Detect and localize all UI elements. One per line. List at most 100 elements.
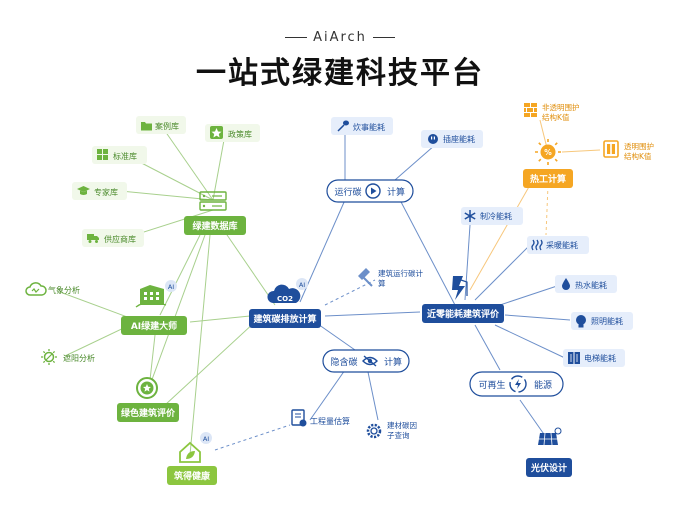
line-ai-carbon — [189, 315, 251, 323]
heating-energy-label: 采暖能耗 — [546, 240, 578, 250]
line-db-healthy — [189, 234, 211, 456]
hot-water-energy-label: 热水能耗 — [575, 280, 607, 290]
sun-icon — [41, 349, 57, 365]
healthy-building-label: 筑得健康 — [174, 470, 211, 482]
truck-icon — [87, 234, 99, 243]
brick-wall-icon — [524, 103, 537, 117]
line-nzeb-heating — [474, 244, 531, 301]
ai-green-master-node[interactable]: AI AI绿建大师 — [121, 280, 187, 335]
green-evaluation-node[interactable]: 绿色建筑评价 — [117, 377, 179, 422]
heating-energy-node[interactable]: 采暖能耗 — [527, 236, 589, 254]
line-emb-quantity — [309, 369, 346, 421]
brand-dash-left — [285, 37, 308, 38]
document-icon — [291, 409, 307, 427]
case-library-node[interactable]: 案例库 — [136, 116, 186, 134]
co2-icon: CO2 — [267, 284, 301, 303]
line-run-elevator — [394, 144, 436, 181]
brand-header: AiArch — [0, 30, 680, 45]
line-carbon-nzeb — [324, 311, 421, 317]
green-evaluation-label: 绿色建筑评价 — [121, 407, 176, 419]
socket-energy-label: 插座能耗 — [443, 134, 475, 144]
green-database-node[interactable]: 绿建数据库 — [184, 191, 246, 235]
material-factor-node[interactable]: 建材碳因子查询 — [366, 420, 417, 440]
cloud-icon — [25, 282, 47, 296]
line-db-policy — [212, 139, 225, 201]
line-eval-carbon — [164, 321, 256, 406]
gear-icon — [366, 423, 382, 439]
line-db-eval — [149, 234, 206, 386]
line-db-case — [164, 130, 214, 201]
carbon-emission-calc-node[interactable]: CO2 AI 建筑碳排放计算 — [249, 278, 321, 328]
line-db-ai — [159, 234, 201, 316]
heat-icon — [531, 239, 543, 251]
thermal-calc-node[interactable]: % 热工计算 — [523, 139, 573, 188]
nzeb-evaluation-node[interactable]: 近零能耗建筑评价 — [422, 276, 504, 323]
folder-icon — [141, 122, 152, 131]
lightning-building-icon — [452, 276, 468, 300]
eye-off-icon — [362, 355, 378, 367]
running-carbon-node[interactable]: 运行碳 计算 — [326, 179, 414, 203]
window-icon — [603, 140, 619, 158]
expert-library-node[interactable]: 专家库 — [72, 182, 127, 200]
pv-design-node[interactable]: 光伏设计 — [526, 427, 572, 477]
pv-design-label: 光伏设计 — [530, 462, 567, 474]
embodied-carbon-prefix: 隐含碳 — [330, 356, 357, 368]
spoon-icon — [337, 120, 349, 132]
transparent-envelope-node[interactable]: 透明围护结构K值 — [603, 140, 654, 161]
standard-library-node[interactable]: 标准库 — [92, 146, 147, 164]
quantity-estimate-node[interactable]: 工程量估算 — [291, 409, 350, 427]
embodied-carbon-node[interactable]: 隐含碳 计算 — [322, 349, 410, 373]
line-nzeb-renewable — [474, 324, 501, 371]
socket-energy-node[interactable]: 插座能耗 — [421, 130, 483, 148]
weather-analysis-label: 气象分析 — [48, 285, 80, 295]
star-badge-icon — [136, 377, 158, 399]
lighting-energy-node[interactable]: 照明能耗 — [571, 312, 633, 330]
hot-water-energy-node[interactable]: 热水能耗 — [555, 275, 617, 293]
quantity-estimate-label: 工程量估算 — [310, 416, 350, 426]
ai-badge: AI — [296, 278, 308, 290]
renewable-suffix: 能源 — [534, 379, 552, 391]
green-database-label: 绿建数据库 — [192, 220, 237, 232]
line-emb-material — [367, 371, 379, 421]
hammer-icon — [358, 268, 373, 287]
cooking-energy-label: 炊事能耗 — [353, 122, 385, 132]
svg-text:AI: AI — [168, 283, 174, 291]
sunlight-analysis-node[interactable]: 遮阳分析 — [41, 349, 95, 365]
renewable-energy-node[interactable]: 可再生 能源 — [469, 371, 564, 397]
plug-icon — [428, 134, 438, 144]
embodied-carbon-suffix: 计算 — [384, 356, 402, 368]
line-ai-sunlight — [64, 324, 131, 357]
lift-energy-node[interactable]: 电梯能耗 — [563, 349, 625, 367]
ai-badge: AI — [165, 280, 177, 292]
co2-icon-text: CO2 — [277, 295, 293, 303]
thermal-calc-label: 热工计算 — [530, 173, 566, 185]
opaque-envelope-node[interactable]: 非透明围护结构K值 — [524, 102, 580, 122]
line-thermal-transparent — [561, 149, 601, 153]
page-title: 一站式绿建科技平台 — [196, 56, 484, 91]
line-ai-weather — [59, 291, 131, 319]
policy-library-node[interactable]: 政策库 — [205, 124, 260, 142]
line-thermal-heating — [545, 184, 549, 236]
play-icon — [365, 183, 381, 199]
solar-panel-icon — [538, 427, 562, 446]
weather-analysis-node[interactable]: 气象分析 — [25, 282, 80, 296]
supplier-library-node[interactable]: 供应商库 — [82, 229, 144, 247]
transparent-envelope-label: 透明围护结构K值 — [624, 141, 654, 161]
material-factor-label: 建材碳因子查询 — [387, 420, 417, 440]
line-nzeb-lift — [494, 324, 566, 359]
case-library-label: 案例库 — [155, 121, 179, 131]
run-carbon-calc-node[interactable]: 建筑运行碳计算 — [358, 268, 423, 288]
svg-text:AI: AI — [203, 435, 209, 443]
line-carbon-runcalc — [324, 279, 376, 306]
line-nzeb-thermal — [469, 184, 531, 291]
lift-energy-label: 电梯能耗 — [584, 353, 616, 363]
nzeb-evaluation-label: 近零能耗建筑评价 — [427, 308, 500, 320]
ai-badge: AI — [200, 432, 212, 444]
line-run-nzeb — [399, 199, 456, 306]
graduation-cap-icon — [77, 186, 90, 195]
snowflake-icon — [464, 210, 476, 222]
healthy-building-node[interactable]: AI 筑得健康 — [167, 432, 217, 485]
cooling-energy-node[interactable]: 制冷能耗 — [461, 207, 523, 225]
cooking-energy-node[interactable]: 炊事能耗 — [331, 117, 393, 135]
line-healthy-quantity — [214, 424, 291, 451]
